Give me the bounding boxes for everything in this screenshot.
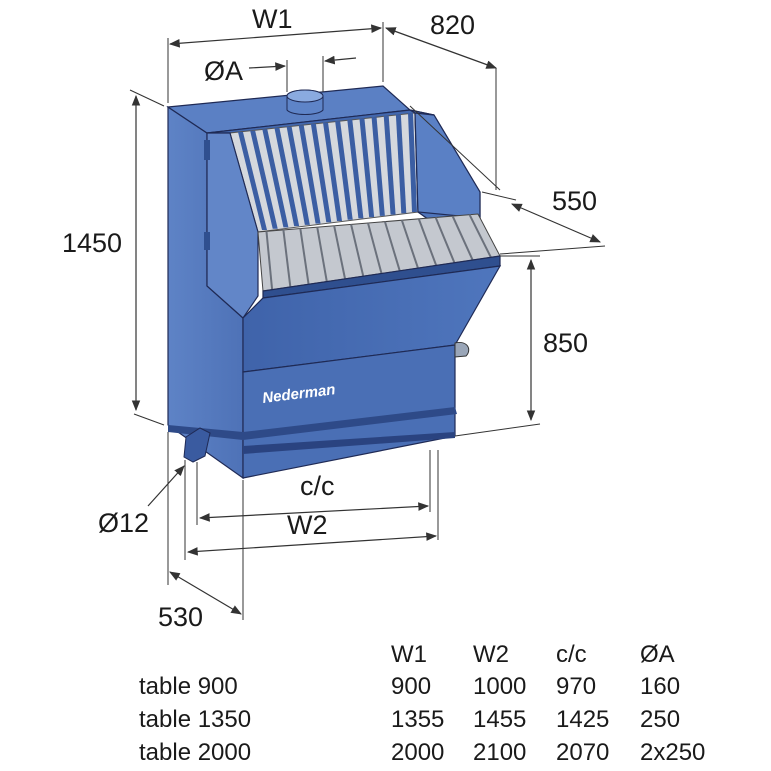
- label-550: 550: [552, 186, 597, 216]
- grate-bar: [333, 225, 347, 280]
- back-slot: [310, 123, 332, 223]
- table-header-w1: W1: [391, 641, 427, 668]
- dimension-lines: [129, 22, 606, 620]
- grate-bar: [383, 221, 401, 272]
- table-cell: 160: [640, 673, 680, 700]
- back-slot: [250, 130, 278, 229]
- back-slot: [408, 113, 417, 212]
- hinge-icon: [204, 140, 210, 160]
- dimension-labels: W1 820 ØA 550 1450 850 c/c W2 Ø12 530: [62, 4, 597, 632]
- back-slot: [347, 119, 364, 219]
- table-cell: 900: [391, 673, 431, 700]
- label-cc: c/c: [300, 471, 335, 501]
- size-table: W1 W2 c/c ØA table 900 900 1000 970 160 …: [139, 641, 705, 766]
- table-cell: 2100: [473, 739, 526, 766]
- table-header-a: ØA: [640, 641, 675, 668]
- right-side-hood-front: [414, 112, 481, 219]
- back-slot: [371, 117, 385, 216]
- table-cell: 2000: [391, 739, 444, 766]
- left-hood-front: [206, 132, 259, 319]
- table-header-cc: c/c: [556, 641, 587, 668]
- table-cell: 1355: [391, 706, 444, 733]
- label-w1: W1: [252, 4, 293, 34]
- back-slot: [335, 121, 353, 220]
- label-530: 530: [158, 602, 203, 632]
- grate-bars: [265, 214, 492, 290]
- back-slot: [262, 129, 289, 228]
- workbench-body: Nederman: [166, 85, 502, 480]
- grate-bar: [265, 231, 274, 290]
- lower-front-panel: [242, 265, 502, 373]
- label-drain-12: Ø12: [98, 508, 149, 538]
- table-cell: 2x250: [640, 739, 705, 766]
- bottom-rail: [243, 432, 455, 454]
- grate-bar: [316, 226, 328, 282]
- label-820: 820: [430, 10, 475, 40]
- table-row-label: table 1350: [139, 706, 251, 733]
- hinge-icon-lower: [204, 232, 210, 250]
- grate-bar: [434, 217, 456, 264]
- label-850: 850: [543, 328, 588, 358]
- front-bar: [168, 407, 457, 440]
- grate-bar: [350, 224, 365, 277]
- back-slot: [286, 126, 310, 225]
- back-slots: [238, 113, 417, 230]
- table-cell: 1000: [473, 673, 526, 700]
- drain-spout-icon: [183, 427, 211, 463]
- table-row-label: table 2000: [139, 739, 251, 766]
- back-slot: [383, 115, 396, 215]
- grate-bar: [468, 214, 492, 258]
- label-1450: 1450: [62, 228, 122, 258]
- table-header-w2: W2: [473, 641, 509, 668]
- label-duct-diameter: ØA: [204, 56, 243, 86]
- grate-bar: [451, 215, 474, 261]
- grate-bar: [367, 222, 383, 274]
- label-w2: W2: [287, 510, 328, 540]
- grate-bar: [282, 229, 292, 288]
- back-slot: [323, 122, 342, 221]
- table-cell: 2070: [556, 739, 609, 766]
- back-slot: [359, 118, 375, 218]
- grate-bar: [400, 219, 419, 269]
- table-cell: 970: [556, 673, 596, 700]
- back-slot: [238, 132, 267, 230]
- table-row-label: table 900: [139, 673, 238, 700]
- grate-bar: [417, 218, 438, 266]
- table-cell: 250: [640, 706, 680, 733]
- table-cell: 1455: [473, 706, 526, 733]
- back-slot: [298, 125, 321, 224]
- back-slot: [274, 127, 300, 227]
- table-cell: 1425: [556, 706, 609, 733]
- back-slot: [395, 114, 407, 214]
- handle-icon: [454, 341, 470, 358]
- grate-bar: [299, 228, 310, 285]
